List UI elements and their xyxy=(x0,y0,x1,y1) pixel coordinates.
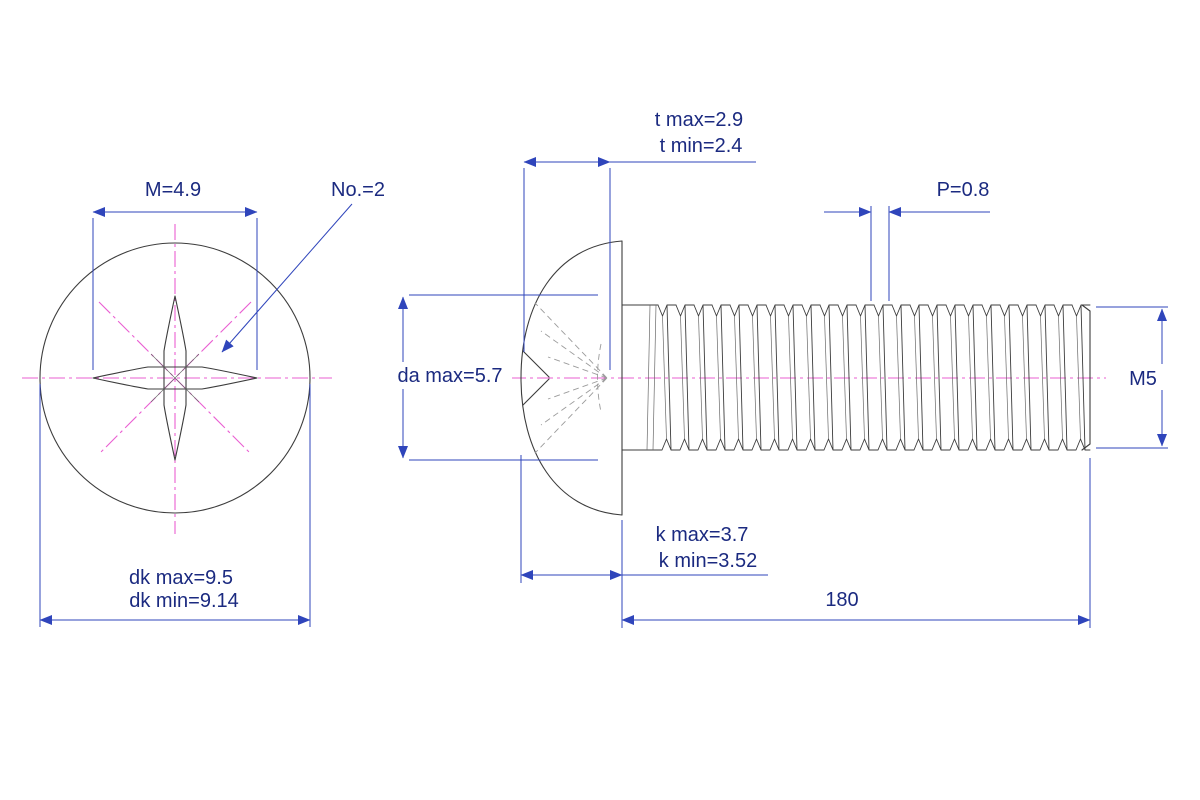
no2-label: No.=2 xyxy=(331,179,385,201)
dk-max-label: dk max=9.5 xyxy=(129,567,233,589)
head-outline-circle xyxy=(39,242,311,514)
leader-no2: No.=2 xyxy=(221,179,385,353)
phillips-recess xyxy=(92,295,258,461)
t-min-label: t min=2.4 xyxy=(660,135,743,157)
dk-min-label: dk min=9.14 xyxy=(129,590,239,612)
dim-p: P=0.8 xyxy=(824,179,990,301)
t-max-label: t max=2.9 xyxy=(655,109,743,131)
p-label: P=0.8 xyxy=(937,179,990,201)
head-profile xyxy=(520,240,623,516)
m5-label: M5 xyxy=(1129,368,1157,390)
dim-m: M=4.9 xyxy=(92,179,258,370)
shank xyxy=(621,304,1091,451)
dim-dk: dk max=9.5 dk min=9.14 xyxy=(39,384,311,627)
k-max-label: k max=3.7 xyxy=(656,524,749,546)
dim-t: t max=2.9 t min=2.4 xyxy=(523,109,756,370)
side-view xyxy=(520,240,1091,516)
recess-hidden-lines xyxy=(534,302,608,454)
dim-m5: M5 xyxy=(1096,306,1168,449)
centerlines xyxy=(22,224,1106,534)
front-view xyxy=(39,242,311,514)
recess-apex-notch xyxy=(522,350,550,406)
dim-da: da max=5.7 xyxy=(390,294,598,461)
length-label: 180 xyxy=(825,589,858,611)
dim-length: 180 xyxy=(621,458,1091,628)
da-max-label: da max=5.7 xyxy=(397,365,502,387)
k-min-label: k min=3.52 xyxy=(659,550,757,572)
dim-k: k max=3.7 k min=3.52 xyxy=(520,455,768,628)
thread-runout xyxy=(646,304,657,451)
m-label: M=4.9 xyxy=(145,179,201,201)
thread-end-chamfer xyxy=(1081,304,1091,451)
